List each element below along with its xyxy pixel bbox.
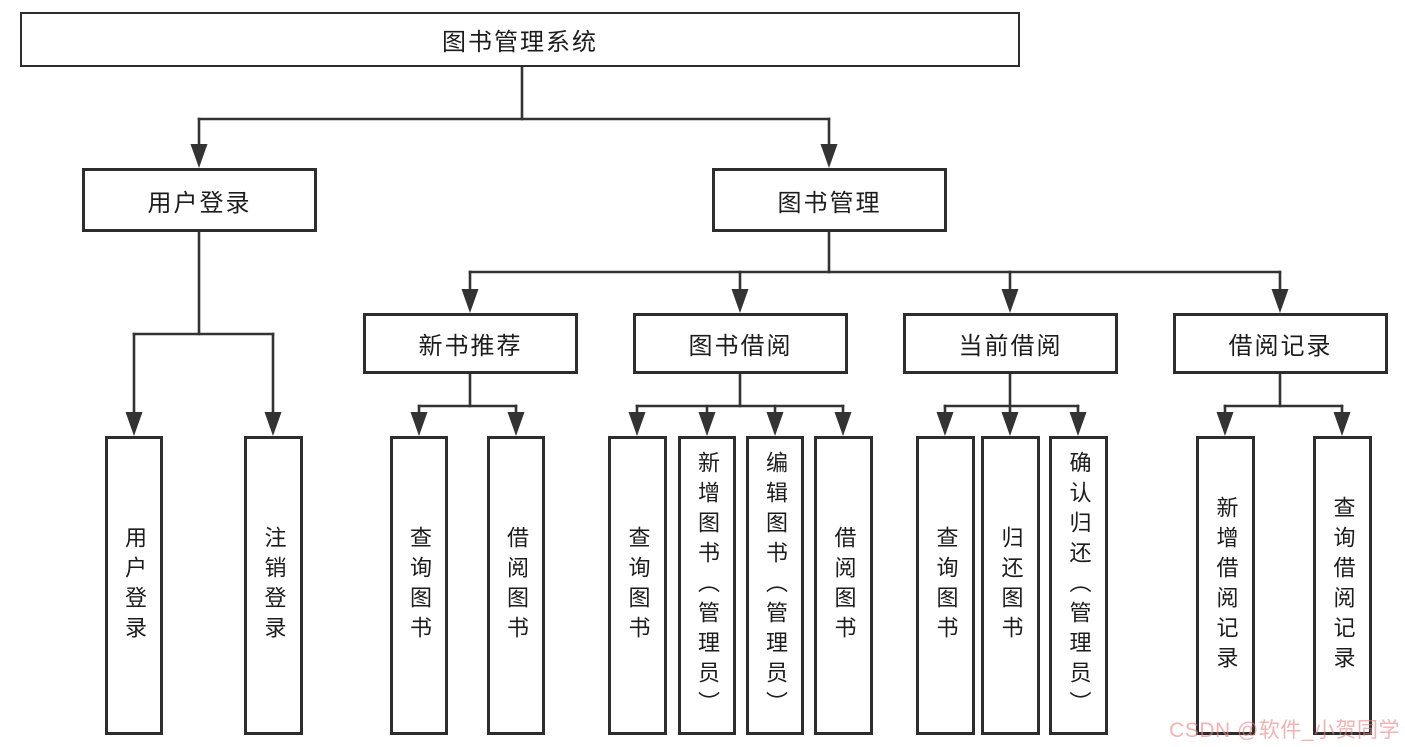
node-new-book-rec-label: 新书推荐 xyxy=(418,333,523,360)
node-root-label: 图书管理系统 xyxy=(442,29,598,56)
node-current-borrow: 当前借阅 xyxy=(903,313,1118,374)
leaf-user-login-label: 用户登录 xyxy=(122,525,147,646)
leaf-query-book-borrow-label: 查询图书 xyxy=(625,525,651,646)
leaf-logout-label: 注销登录 xyxy=(261,525,287,646)
watermark: CSDN @软件_小贺同学 xyxy=(1169,719,1400,742)
node-book-borrow: 图书借阅 xyxy=(633,313,848,374)
leaf-return-book: 归还图书 xyxy=(981,436,1040,735)
leaf-borrow-book-rec-label: 借阅图书 xyxy=(504,525,529,646)
leaf-return-book-label: 归还图书 xyxy=(998,525,1024,646)
leaf-borrow-book-borrow-label: 借阅图书 xyxy=(831,525,857,646)
leaf-query-book-current: 查询图书 xyxy=(916,436,975,735)
leaf-add-book-admin-label: 新增图书（管理员） xyxy=(695,450,720,721)
leaf-logout: 注销登录 xyxy=(244,436,303,735)
leaf-user-login: 用户登录 xyxy=(105,436,163,735)
leaf-query-book-rec: 查询图书 xyxy=(390,436,448,735)
leaf-query-borrow-record: 查询借阅记录 xyxy=(1313,436,1372,735)
node-book-mgmt: 图书管理 xyxy=(712,168,947,232)
leaf-confirm-return-admin-label: 确认归还（管理员） xyxy=(1066,450,1092,721)
leaf-query-book-current-label: 查询图书 xyxy=(933,525,959,646)
leaf-query-book-borrow: 查询图书 xyxy=(608,436,667,735)
leaf-query-borrow-record-label: 查询借阅记录 xyxy=(1330,495,1356,676)
node-book-mgmt-label: 图书管理 xyxy=(777,189,882,217)
node-new-book-rec: 新书推荐 xyxy=(363,313,578,374)
leaf-borrow-book-rec: 借阅图书 xyxy=(487,436,545,735)
leaf-edit-book-admin-label: 编辑图书（管理员） xyxy=(763,450,788,721)
leaf-add-book-admin: 新增图书（管理员） xyxy=(678,436,736,735)
node-current-borrow-label: 当前借阅 xyxy=(958,333,1063,360)
leaf-add-borrow-record-label: 新增借阅记录 xyxy=(1213,495,1239,676)
leaf-edit-book-admin: 编辑图书（管理员） xyxy=(746,436,804,735)
node-user-login: 用户登录 xyxy=(82,168,317,232)
node-root: 图书管理系统 xyxy=(20,12,1020,67)
leaf-borrow-book-borrow: 借阅图书 xyxy=(814,436,873,735)
leaf-query-book-rec-label: 查询图书 xyxy=(407,525,432,646)
node-borrow-records: 借阅记录 xyxy=(1173,313,1388,374)
leaf-add-borrow-record: 新增借阅记录 xyxy=(1196,436,1255,735)
node-user-login-label: 用户登录 xyxy=(147,189,252,217)
node-book-borrow-label: 图书借阅 xyxy=(688,333,793,360)
node-borrow-records-label: 借阅记录 xyxy=(1228,333,1333,360)
leaf-confirm-return-admin: 确认归还（管理员） xyxy=(1049,436,1108,735)
